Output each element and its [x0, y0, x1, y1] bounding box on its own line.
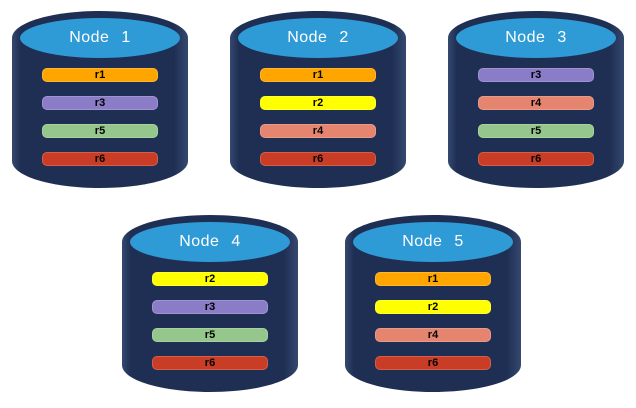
replica-bar-r3: r3: [152, 300, 268, 314]
replica-label: r3: [530, 68, 542, 81]
replica-label: r6: [94, 152, 106, 165]
replica-bar-r1: r1: [42, 68, 158, 82]
node-cylinder-3: Node 3 r3 r4 r5 r6: [448, 10, 624, 188]
node-cylinder-2: Node 2 r1 r2 r4 r6: [230, 10, 406, 188]
replica-label: r5: [530, 124, 542, 137]
replica-list: r1 r2 r4 r6: [260, 68, 376, 166]
node-cylinder-1: Node 1 r1 r3 r5 r6: [12, 10, 188, 188]
replica-bar-r6: r6: [152, 356, 268, 370]
replica-bar-r3: r3: [478, 68, 594, 82]
replica-label: r4: [427, 328, 439, 341]
node-cylinder-5: Node 5 r1 r2 r4 r6: [345, 214, 521, 392]
replica-bar-r6: r6: [42, 152, 158, 166]
node-row-bottom: Node 4 r2 r3 r5 r6 Node 5 r1 r2 r4 r6: [122, 214, 521, 392]
node-title: Node 4: [179, 233, 241, 250]
replica-bar-r2: r2: [260, 96, 376, 110]
replica-bar-r2: r2: [375, 300, 491, 314]
node-cylinder-4: Node 4 r2 r3 r5 r6: [122, 214, 298, 392]
replica-bar-r6: r6: [260, 152, 376, 166]
replica-bar-r6: r6: [478, 152, 594, 166]
replica-label: r2: [204, 272, 216, 285]
replica-label: r3: [204, 300, 216, 313]
node-title: Node 2: [287, 29, 349, 46]
replica-label: r4: [312, 124, 324, 137]
node-title: Node 1: [69, 29, 131, 46]
replica-list: r1 r2 r4 r6: [375, 272, 491, 370]
replica-bar-r4: r4: [375, 328, 491, 342]
replica-bar-r6: r6: [375, 356, 491, 370]
replica-label: r2: [427, 300, 439, 313]
replica-bar-r5: r5: [42, 124, 158, 138]
replica-label: r1: [427, 272, 439, 285]
replica-bar-r4: r4: [478, 96, 594, 110]
replica-label: r6: [530, 152, 542, 165]
replica-label: r6: [204, 356, 216, 369]
replica-label: r5: [204, 328, 216, 341]
node-title: Node 5: [402, 233, 464, 250]
replica-label: r3: [94, 96, 106, 109]
replica-bar-r4: r4: [260, 124, 376, 138]
replica-bar-r5: r5: [478, 124, 594, 138]
replica-list: r2 r3 r5 r6: [152, 272, 268, 370]
replica-label: r4: [530, 96, 542, 109]
node-title: Node 3: [505, 29, 567, 46]
replica-bar-r2: r2: [152, 272, 268, 286]
replica-list: r1 r3 r5 r6: [42, 68, 158, 166]
replica-label: r6: [312, 152, 324, 165]
replica-list: r3 r4 r5 r6: [478, 68, 594, 166]
replica-label: r1: [312, 68, 324, 81]
replica-label: r2: [312, 96, 324, 109]
replica-label: r6: [427, 356, 439, 369]
replica-bar-r5: r5: [152, 328, 268, 342]
node-row-top: Node 1 r1 r3 r5 r6 Node 2 r1 r2 r4 r6 Node 3 r3 r4 r5…: [12, 10, 624, 188]
replica-label: r1: [94, 68, 106, 81]
replica-bar-r1: r1: [260, 68, 376, 82]
replica-label: r5: [94, 124, 106, 137]
replica-bar-r1: r1: [375, 272, 491, 286]
replica-bar-r3: r3: [42, 96, 158, 110]
